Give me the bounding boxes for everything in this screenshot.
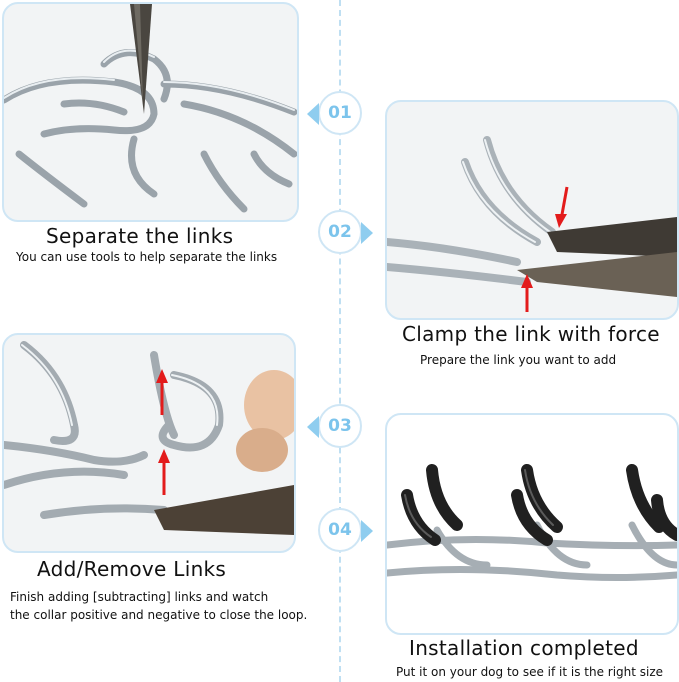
step-description: the collar positive and negative to clos… — [10, 608, 308, 622]
pliers-lower-jaw — [517, 252, 677, 297]
photo-installation-completed — [385, 413, 679, 635]
pliers-clamping-illustration — [387, 136, 677, 312]
center-dashed-divider — [339, 0, 341, 682]
step-description: Prepare the link you want to add — [420, 353, 617, 367]
step-number: 03 — [328, 416, 352, 436]
step-number: 04 — [328, 520, 352, 540]
finished-collar-illustration — [387, 464, 677, 581]
right-pointer-icon — [361, 222, 373, 244]
photo-separate-links — [2, 2, 299, 222]
link-insertion-illustration — [4, 341, 294, 535]
step-description: You can use tools to help separate the l… — [16, 250, 278, 264]
step-badge-02: 02 — [318, 210, 373, 254]
step-number: 01 — [328, 103, 352, 123]
photo-clamp-link — [385, 100, 679, 320]
step-number: 02 — [328, 222, 352, 242]
step-title: Add/Remove Links — [37, 557, 227, 581]
step-description: Finish adding [subtracting] links and wa… — [10, 590, 269, 604]
step-title: Installation completed — [409, 636, 639, 660]
pliers-upper-jaw — [547, 217, 677, 257]
step-badge-03: 03 — [307, 404, 362, 448]
left-pointer-icon — [307, 416, 319, 438]
chain-links-illustration — [4, 4, 297, 213]
photo-add-remove-links — [2, 333, 296, 553]
step-title: Clamp the link with force — [402, 322, 660, 346]
left-pointer-icon — [307, 103, 319, 125]
step-description: Put it on your dog to see if it is the r… — [396, 665, 664, 679]
step-badge-04: 04 — [318, 508, 373, 552]
right-pointer-icon — [361, 520, 373, 542]
pliers — [154, 485, 294, 535]
hand-fingers — [244, 370, 294, 440]
step-badge-01: 01 — [307, 91, 362, 135]
step-title: Separate the links — [46, 224, 234, 248]
